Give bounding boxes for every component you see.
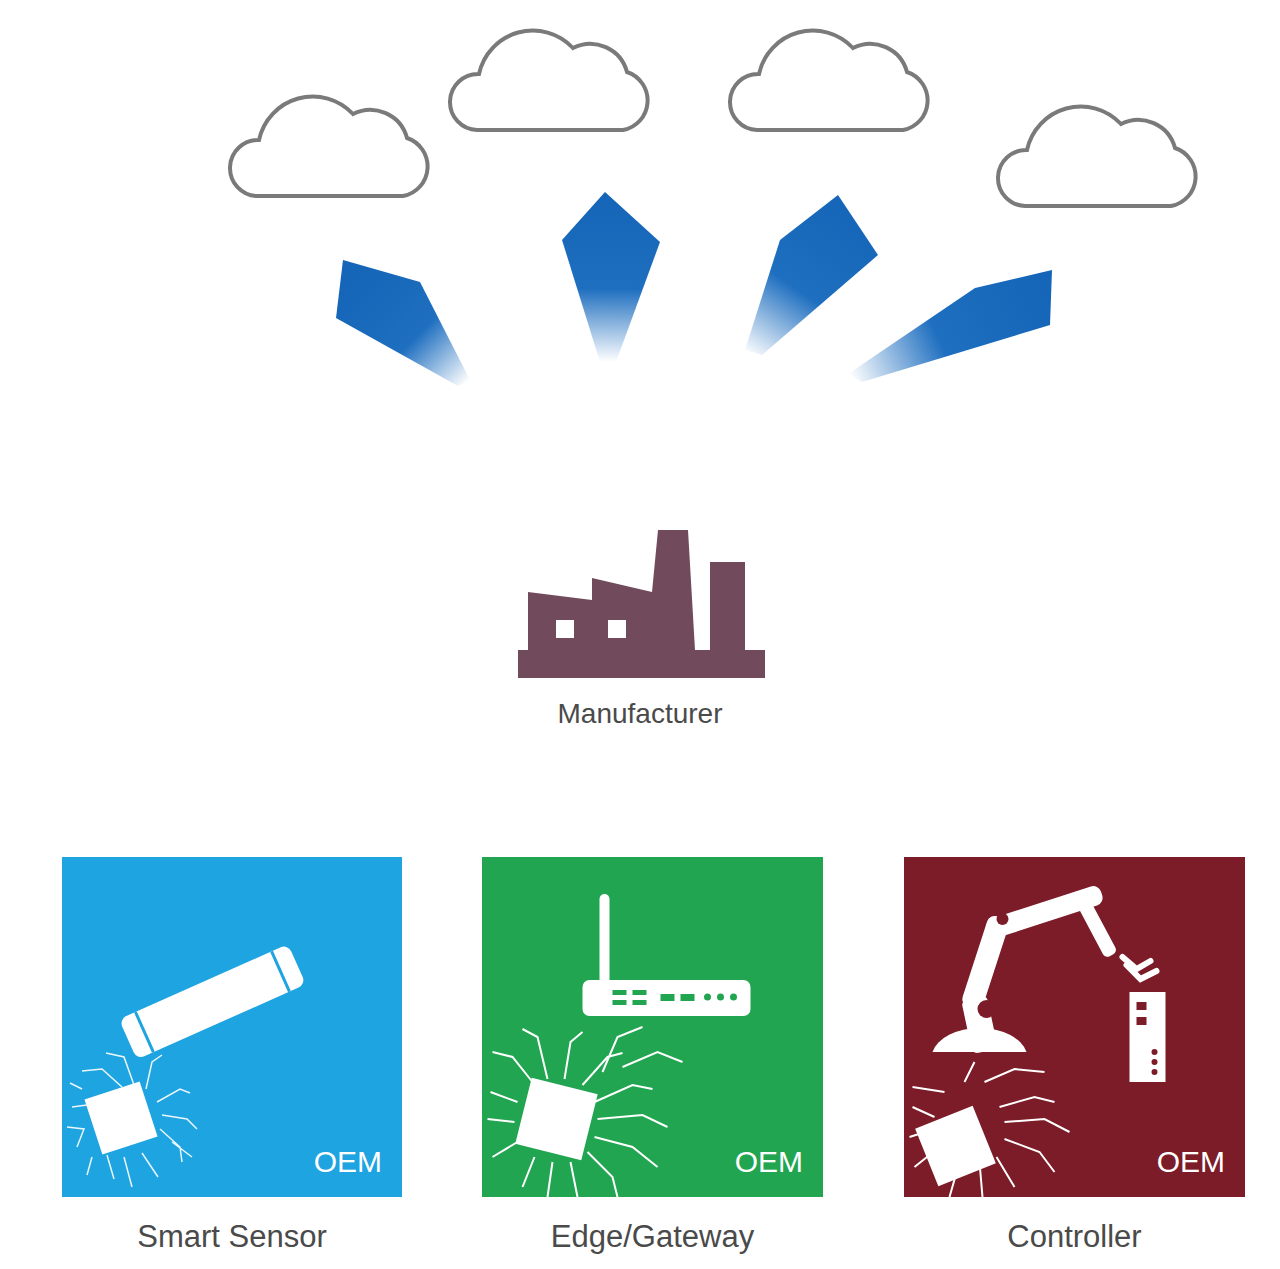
node-caption: Smart Sensor — [62, 1219, 402, 1254]
factory-icon — [500, 520, 780, 690]
oem-tile: OEM — [482, 857, 823, 1197]
oem-label: OEM — [735, 1145, 803, 1179]
edge-gateway-node: OEM Edge/Gateway — [482, 857, 823, 1254]
node-caption: Edge/Gateway — [482, 1219, 823, 1254]
oem-tile: OEM — [904, 857, 1245, 1197]
controller-node: OEM Controller — [904, 857, 1245, 1254]
factory-illustration — [500, 520, 780, 690]
smart-sensor-node: OEM Smart Sensor — [62, 857, 402, 1254]
oem-tile: OEM — [62, 857, 402, 1197]
oem-label: OEM — [1157, 1145, 1225, 1179]
manufacturer-node: Manufacturer — [500, 520, 780, 730]
node-caption: Manufacturer — [500, 698, 780, 730]
node-caption: Controller — [904, 1219, 1245, 1254]
oem-label: OEM — [314, 1145, 382, 1179]
